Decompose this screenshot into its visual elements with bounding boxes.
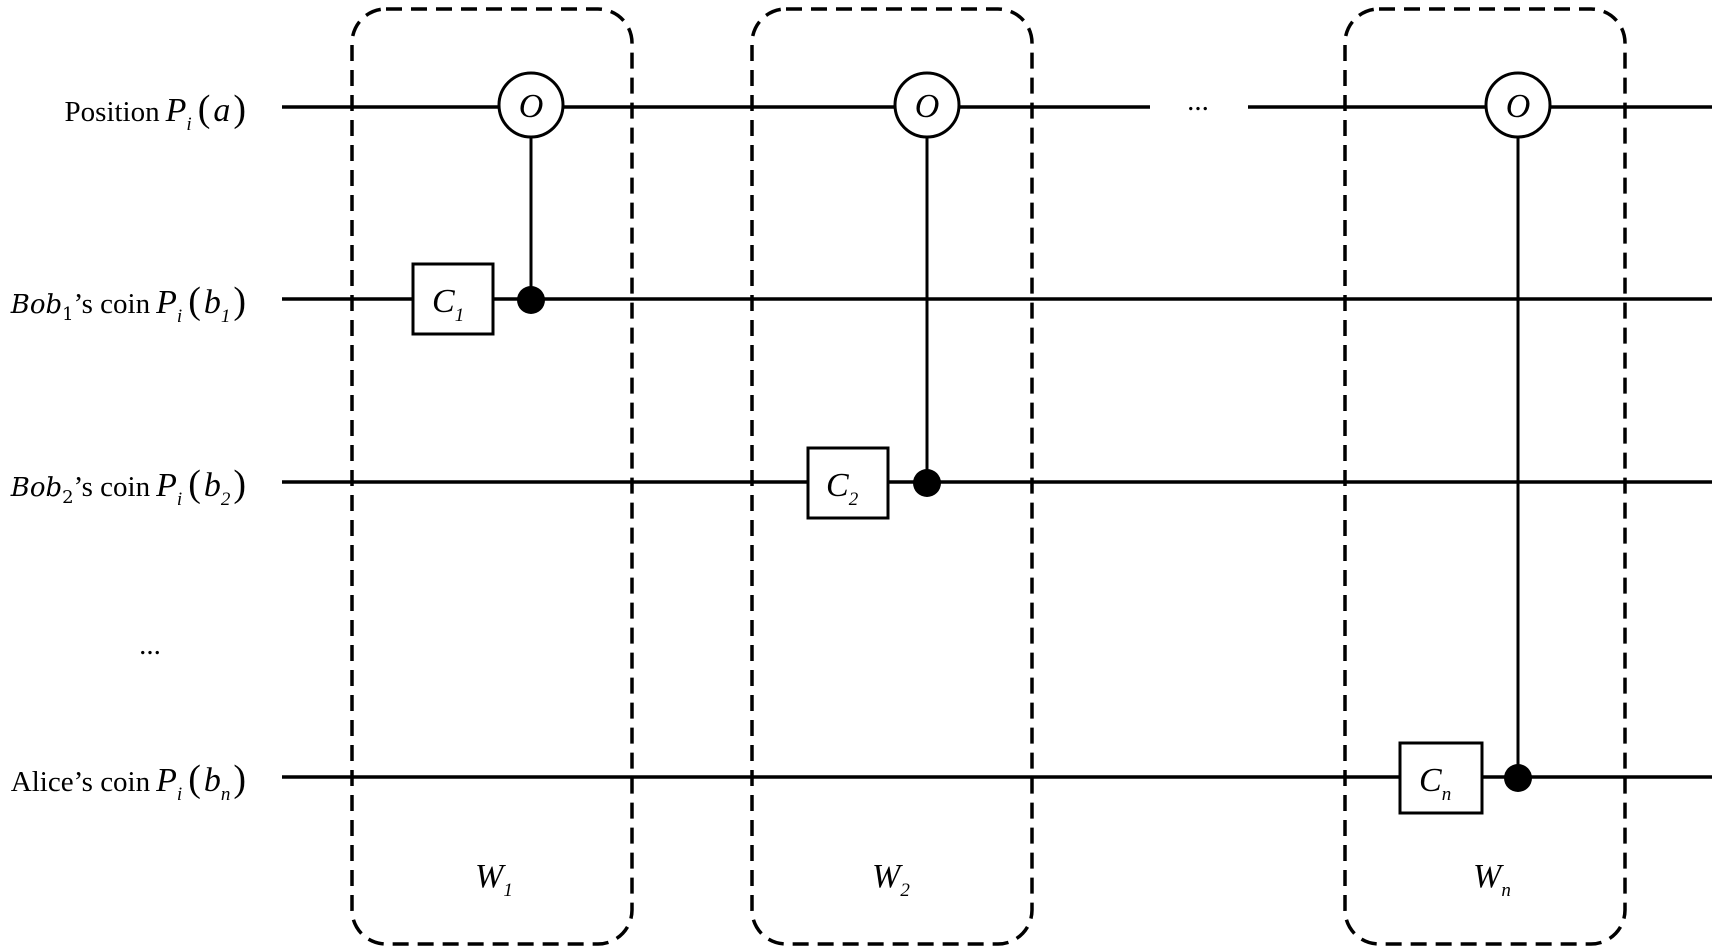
step-label-w1: W1 [475,858,513,901]
svg-text:C1: C1 [432,283,464,326]
oracle-gate-n: O [1484,71,1552,139]
oracle-label: O [915,88,940,125]
step-box-w1 [350,7,634,946]
oracle-gate-2: O [893,71,961,139]
gate-letter: C [1419,762,1442,799]
step-box-wn [1343,7,1627,946]
gate-letter: C [826,467,849,504]
oracle-label: O [519,88,544,125]
gate-subscript: 2 [849,489,859,510]
control-dot-2 [913,469,941,497]
step-label-w2: W2 [872,858,910,901]
control-dot-n [1504,764,1532,792]
gate-subscript: 1 [455,305,465,326]
position-ellipsis: ... [1187,85,1209,117]
oracle-label: O [1506,88,1531,125]
control-dot-1 [517,286,545,314]
coin-gate-cn: Cn [1398,741,1484,815]
svg-text:Cn: Cn [1419,762,1451,805]
step-label-wn: Wn [1473,858,1511,901]
wires-ellipsis: ... [139,629,161,661]
step-box-w2 [750,7,1034,946]
gate-letter: C [432,283,455,320]
coin-gate-c2: C2 [806,446,890,520]
gate-subscript: n [1442,784,1452,805]
oracle-gate-1: O [497,71,565,139]
svg-text:C2: C2 [826,467,859,510]
coin-gate-c1: C1 [411,262,495,336]
